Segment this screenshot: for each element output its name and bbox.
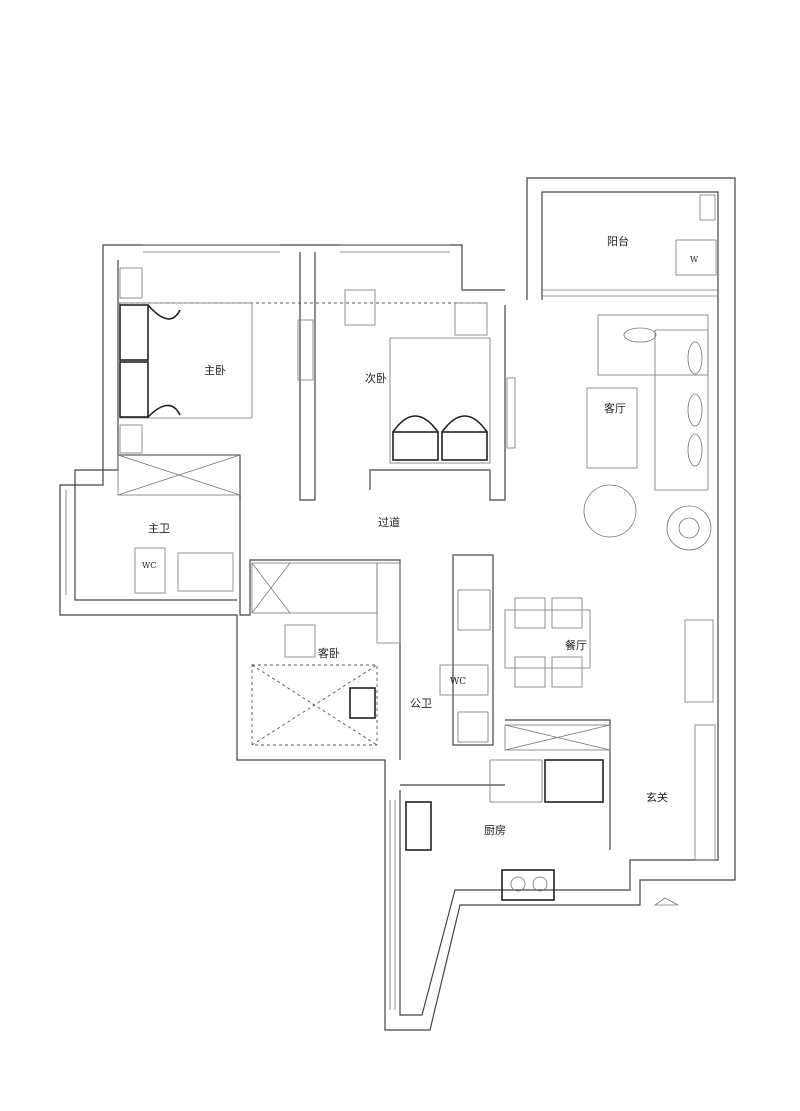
label-dining-room: 餐厅 [565,638,587,652]
sink [405,801,432,851]
nightstand [119,424,143,454]
living-room-furniture [583,314,712,551]
nightstand [119,267,143,299]
bath-fixtures [134,547,491,743]
master-bedroom-furniture [117,267,253,496]
dining-furniture [504,597,716,861]
second-bedroom-furniture [297,289,516,464]
label-public-bath: 公卫 [410,697,432,710]
coffee-table [586,387,638,469]
washer-label: W [690,255,699,264]
round-table [583,484,637,538]
label-balcony: 阳台 [607,234,629,248]
entrance-arrow-icon [653,897,679,906]
toilet-label: WC [450,677,466,687]
outer-walls [59,177,736,1031]
washer [675,239,717,276]
kitchen-fixtures [405,194,717,906]
label-master-bedroom: 主卧 [204,364,226,377]
label-corridor: 过道 [378,515,400,529]
label-guest-bedroom: 客卧 [318,646,340,660]
label-kitchen: 厨房 [484,824,506,837]
stove [501,869,555,901]
dining-table [504,609,591,669]
label-entrance: 玄关 [646,790,668,804]
label-living-room: 客厅 [604,401,626,415]
label-second-bedroom: 次卧 [365,371,387,385]
sofa [597,314,709,376]
toilet-label: WC [142,561,156,570]
guest-bedroom-furniture [251,562,401,746]
label-master-bath: 主卫 [148,522,170,535]
